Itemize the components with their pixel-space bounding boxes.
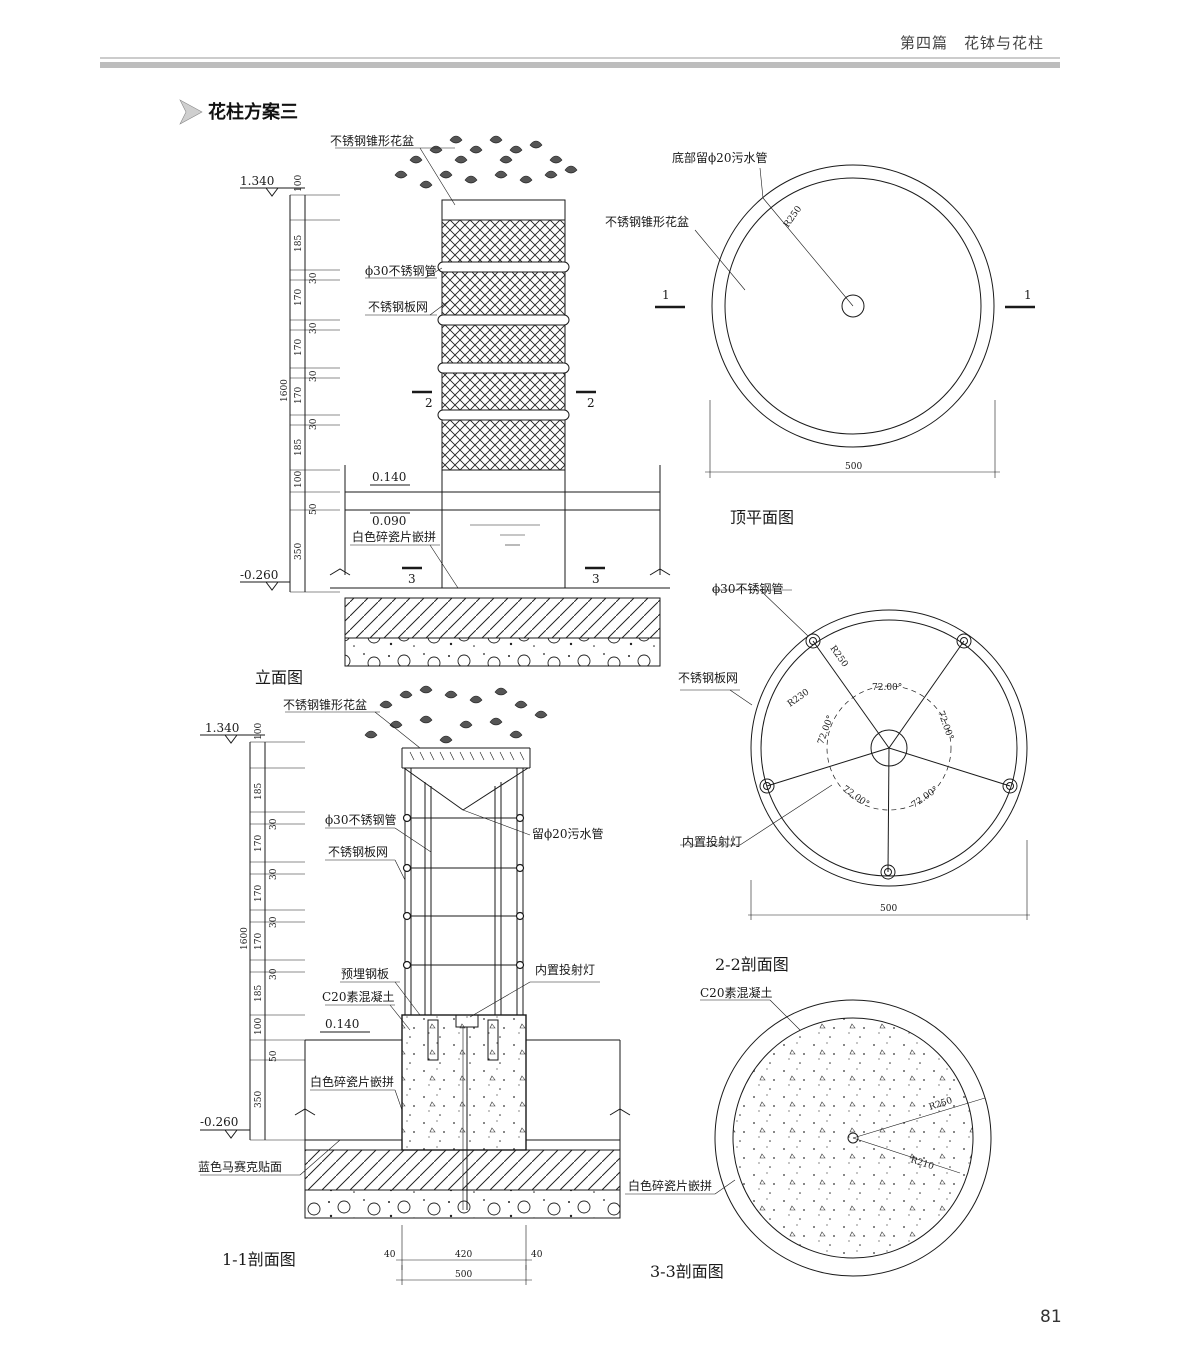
elev-section-mark-2-left: 2 [425,396,433,410]
s11-dim: 170 [254,835,264,852]
s22-angle-label: 72.00° [935,710,955,742]
s11-dim: 185 [254,783,264,800]
s22-mesh-label: 不锈钢板网 [678,671,738,685]
elev-level-top: 1.340 [240,174,274,188]
s11-bottom-dim-total: 500 [455,1270,472,1280]
s22-angle-label: 72.00° [840,784,871,810]
s11-dim: 185 [254,985,264,1002]
s11-dim: 100 [254,723,264,740]
s11-dim: 170 [254,885,264,902]
elev-planter-label: 不锈钢锥形花盆 [330,133,414,148]
s11-pipe-label: ϕ30不锈钢管 [325,812,396,827]
s22-angle-label: 72.00° [816,714,836,746]
s11-mesh-label: 不锈钢板网 [328,845,388,859]
elevation-caption: 立面图 [255,668,303,687]
section-11-caption: 1-1剖面图 [222,1250,296,1269]
elev-dim: 170 [294,289,304,306]
section-22-caption: 2-2剖面图 [715,955,789,974]
elev-pipe-label: ϕ30不锈钢管 [365,263,436,278]
s11-drain-label: 留ϕ20污水管 [532,826,603,841]
elevation-drawing [240,135,671,667]
elev-dim: 30 [309,418,319,430]
plan-section-mark-left: 1 [662,288,670,302]
elev-level-bottom: -0.260 [240,568,278,582]
s11-plate-label: 预埋钢板 [341,967,389,981]
elev-dim: 30 [309,370,319,382]
elev-dim: 100 [294,175,304,192]
section-22-drawing [680,589,1030,920]
s11-concrete-label: C20素混凝土 [322,989,394,1004]
s22-pipe-label: ϕ30不锈钢管 [712,581,783,596]
s11-mosaic-label: 蓝色马赛克贴面 [198,1159,282,1174]
s22-light-label: 内置投射灯 [682,834,742,849]
plan-width-label: 500 [845,462,862,472]
elev-dim: 100 [294,471,304,488]
plan-drain-label: 底部留ϕ20污水管 [672,150,767,165]
elev-section-mark-2-right: 2 [587,396,595,410]
elev-dim: 30 [309,272,319,284]
s11-bottom-dim-right: 40 [531,1250,543,1260]
s11-light-label: 内置投射灯 [535,962,595,977]
s22-width-label: 500 [880,904,897,914]
top-plan-caption: 顶平面图 [730,508,794,527]
section-title: 花柱方案三 [208,102,298,123]
s11-level-top: 1.340 [205,721,239,735]
s11-dim: 100 [254,1018,264,1035]
elev-dim-total: 1600 [280,379,290,402]
s11-bottom-dim-mid: 420 [455,1250,472,1260]
plan-radius-label: R250 [782,204,804,230]
s22-angle-label: 72.00° [910,785,941,811]
plan-planter-label: 不锈钢锥形花盆 [605,214,689,229]
foliage-icon [394,135,578,189]
s11-dim: 30 [269,968,279,980]
elev-level-water: 0.090 [372,514,406,528]
elev-section-mark-3-right: 3 [592,572,600,586]
title-arrow-icon [179,99,203,125]
plan-section-mark-right: 1 [1024,288,1032,302]
section-33-drawing [625,999,992,1277]
s22-r-inner-label: R230 [786,687,812,709]
elev-dim: 30 [309,322,319,334]
section-11-drawing [200,685,631,1285]
foliage-icon [364,685,548,744]
s11-dim: 50 [269,1050,279,1062]
elev-dim: 185 [294,439,304,456]
s11-level-mid: 0.140 [325,1017,359,1031]
s22-angle-label: 72.00° [872,683,902,693]
s11-dim: 350 [254,1091,264,1108]
s11-bottom-dim-left: 40 [384,1250,396,1260]
section-33-caption: 3-3剖面图 [650,1262,724,1281]
s11-dim: 30 [269,818,279,830]
chapter-header: 第四篇 花钵与花柱 [900,34,1045,52]
top-plan-drawing [655,164,1035,478]
elev-mesh-label: 不锈钢板网 [368,300,428,314]
s11-dim: 30 [269,868,279,880]
elev-dim: 350 [294,543,304,560]
elev-dim: 185 [294,235,304,252]
elev-section-mark-3-left: 3 [408,572,416,586]
s11-level-bottom: -0.260 [200,1115,238,1129]
elev-level-mid: 0.140 [372,470,406,484]
s11-planter-label: 不锈钢锥形花盆 [283,697,367,712]
elev-dim: 170 [294,339,304,356]
elev-dim: 170 [294,387,304,404]
s11-dim-total: 1600 [240,927,250,950]
elev-dim: 50 [309,503,319,515]
s33-tile-label: 白色碎瓷片嵌拼 [628,1178,712,1193]
s11-dim: 30 [269,916,279,928]
s11-dim: 170 [254,933,264,950]
elev-tile-label: 白色碎瓷片嵌拼 [352,529,436,544]
s11-tile-label: 白色碎瓷片嵌拼 [310,1074,394,1089]
s33-concrete-label: C20素混凝土 [700,985,772,1000]
page-number: 81 [1040,1307,1062,1327]
